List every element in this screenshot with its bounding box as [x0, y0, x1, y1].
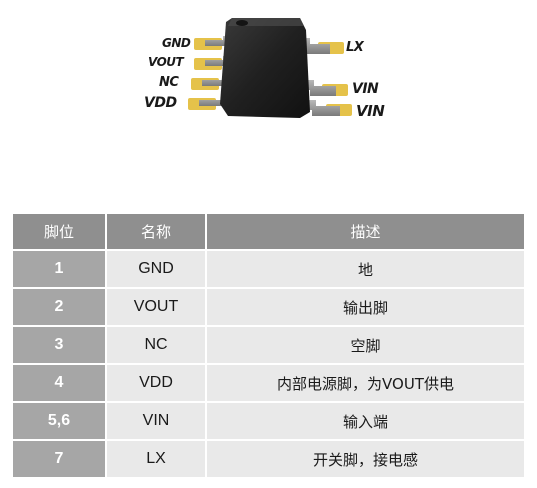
pin-number: 4	[13, 365, 105, 401]
table-row: 4 VDD 内部电源脚，为VOUT供电	[13, 365, 524, 401]
sot-package-image	[188, 18, 352, 118]
pin-description-table: 脚位 名称 描述 1 GND 地 2 VOUT 输出脚 3 NC 空脚 4 VD…	[11, 212, 526, 479]
pin-label-vdd: VDD	[144, 95, 177, 111]
table-header-row: 脚位 名称 描述	[13, 214, 524, 249]
pin-description: 开关脚，接电感	[207, 441, 524, 477]
right-leads	[300, 38, 340, 116]
table-row: 3 NC 空脚	[13, 327, 524, 363]
chip-body	[220, 18, 310, 118]
pin-name: VOUT	[107, 289, 205, 325]
pin-number: 1	[13, 251, 105, 287]
header-description: 描述	[207, 214, 524, 249]
pin-label-vin-2: VIN	[356, 102, 385, 120]
pin-label-gnd: GND	[162, 36, 191, 50]
pin-name: VIN	[107, 403, 205, 439]
pin-description: 输入端	[207, 403, 524, 439]
pin-description: 地	[207, 251, 524, 287]
pin-name: LX	[107, 441, 205, 477]
pin-label-vout: VOUT	[148, 55, 184, 69]
pin-name: NC	[107, 327, 205, 363]
table-row: 5,6 VIN 输入端	[13, 403, 524, 439]
pin-number: 5,6	[13, 403, 105, 439]
header-pin: 脚位	[13, 214, 105, 249]
pin-description: 输出脚	[207, 289, 524, 325]
table-row: 1 GND 地	[13, 251, 524, 287]
pin-number: 3	[13, 327, 105, 363]
table-row: 2 VOUT 输出脚	[13, 289, 524, 325]
table-row: 7 LX 开关脚，接电感	[13, 441, 524, 477]
left-pads	[188, 38, 222, 110]
pin-description: 空脚	[207, 327, 524, 363]
pin-description: 内部电源脚，为VOUT供电	[207, 365, 524, 401]
header-name: 名称	[107, 214, 205, 249]
pin-number: 2	[13, 289, 105, 325]
pin-label-nc: NC	[159, 75, 179, 90]
pin-name: GND	[107, 251, 205, 287]
chip-illustration: GND VOUT NC VDD LX VIN VIN	[0, 0, 537, 150]
pin-label-lx: LX	[346, 40, 364, 55]
pin-name: VDD	[107, 365, 205, 401]
pin-number: 7	[13, 441, 105, 477]
pin-label-vin-1: VIN	[352, 81, 379, 97]
